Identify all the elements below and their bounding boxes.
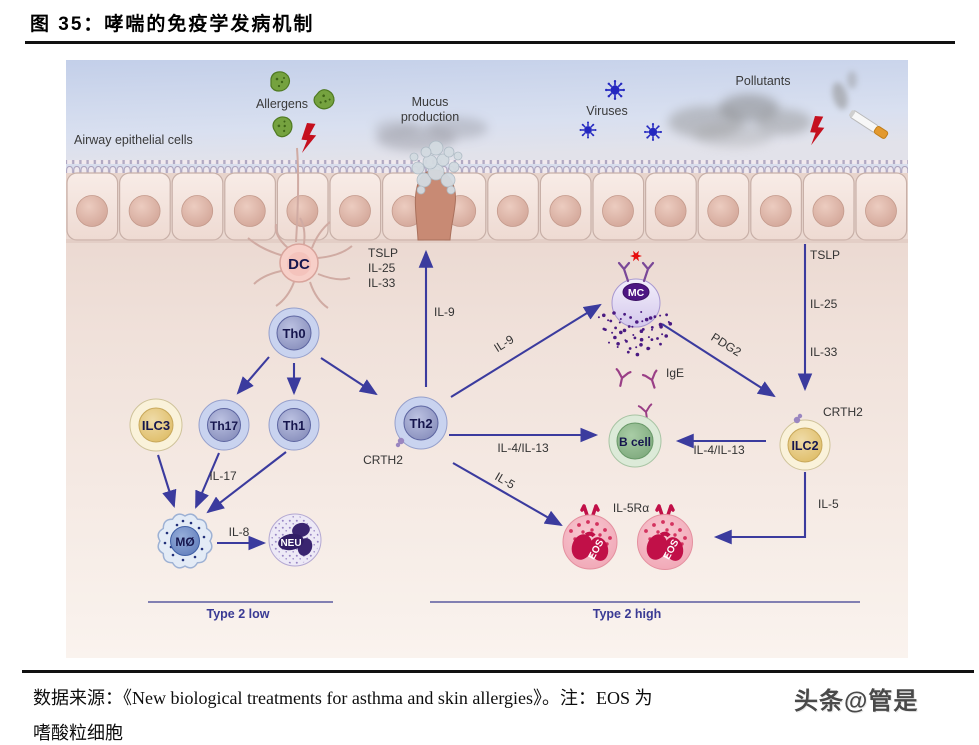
dc-label: DC [288, 256, 310, 273]
cigarette-icon [849, 110, 889, 139]
virus-icon [578, 120, 598, 140]
macrophage-cell: MØ [157, 513, 213, 569]
th1-label: Th1 [283, 419, 305, 433]
mucus-label-line1: Mucus [412, 95, 449, 109]
source-note-continuation: 嗜酸粒细胞 [33, 723, 123, 743]
crth2-receptor-icon [395, 437, 405, 448]
ilc3-to-mo-arrow [156, 454, 177, 509]
th1-cell: Th1 [268, 399, 320, 451]
allergens-label: Allergens [256, 97, 308, 111]
th2-il5-arrow [452, 462, 563, 527]
granule-dots-icon [569, 520, 612, 546]
il5ra-label: IL-5Rα [613, 501, 649, 515]
fc-receptor-icon [617, 261, 655, 283]
crth2-label-th2: CRTH2 [363, 453, 403, 467]
mast-cell: MC [597, 250, 673, 357]
th17-cell: Th17 [198, 399, 250, 451]
footer-divider [22, 670, 974, 673]
type2-low-label: Type 2 low [207, 607, 270, 621]
mo-label: MØ [175, 535, 194, 549]
b-cell: B cell [608, 403, 662, 468]
il8-label: IL-8 [229, 525, 250, 539]
eosinophil-cell: EOS [562, 504, 618, 570]
th2-cell: Th2 [394, 396, 448, 450]
pollutants-label: Pollutants [736, 74, 791, 88]
ilc2-label: ILC2 [791, 439, 818, 453]
ilc3-label: ILC3 [142, 418, 170, 433]
epithelium-row [66, 160, 908, 243]
th0-to-th2-arrow [320, 357, 378, 396]
pdg2-arrow [661, 323, 776, 398]
viruses-label: Viruses [586, 104, 627, 118]
allergen-icon [270, 71, 291, 92]
crth2-receptor-icon [793, 413, 803, 424]
mucus-bubbles-icon [409, 140, 463, 195]
th17-to-mo-arrow [195, 452, 220, 509]
pollutants-group [668, 71, 889, 147]
mc-label: MC [628, 287, 645, 299]
il25-label-left: IL-25 [368, 261, 396, 275]
ige-label: IgE [666, 366, 684, 380]
granules-icon [597, 311, 673, 357]
watermark: 头条@管是 [794, 688, 919, 715]
il5ra-receptor-icon [580, 504, 600, 517]
il33-label-right: IL-33 [810, 345, 838, 359]
il25-label-right: IL-25 [810, 297, 838, 311]
mucus-label-line2: production [401, 110, 459, 124]
il9-label-vertical: IL-9 [434, 305, 455, 319]
neu-label: NEU [280, 538, 301, 549]
tslp-label-left: TSLP [368, 246, 398, 260]
il9-to-mc-arrow [450, 303, 602, 398]
il33-label-left: IL-33 [368, 276, 396, 290]
ilc2-cell: ILC2 [779, 413, 831, 471]
il5-label-right: IL-5 [818, 497, 839, 511]
th0-to-th17-arrow [236, 356, 270, 395]
ilc2-il5-arrow [713, 472, 807, 545]
th17-label: Th17 [210, 419, 238, 433]
il4-il13-label-right: IL-4/IL-13 [693, 443, 745, 457]
goblet-cell-mucus [374, 117, 488, 241]
th2-label: Th2 [409, 416, 432, 431]
tslp-label-right: TSLP [810, 248, 840, 262]
virus-icon [643, 122, 663, 142]
cilia-icon [66, 160, 908, 173]
asthma-mechanism-diagram: Airway epithelial cells Mucus production… [66, 60, 908, 658]
th0-cell: Th0 [268, 307, 320, 359]
title-divider [25, 41, 955, 44]
source-note: 数据来源：《New biological treatments for asth… [33, 688, 653, 708]
eosinophil-cell: EOS [637, 504, 693, 570]
allergen-star-icon [630, 250, 642, 262]
figure-title: 图 35：哮喘的免疫学发病机制 [30, 14, 315, 35]
airway-epithelium-label: Airway epithelial cells [74, 133, 193, 147]
dc-cell: DC [247, 147, 353, 309]
signal-arrows [156, 244, 813, 551]
il4-il13-label-left: IL-4/IL-13 [497, 441, 549, 455]
il17-label: IL-17 [209, 469, 237, 483]
th0-label: Th0 [282, 326, 305, 341]
th1-to-mo-arrow [206, 451, 287, 514]
virus-icon [604, 79, 626, 101]
ilc3-cell: ILC3 [129, 398, 183, 452]
type2-high-label: Type 2 high [593, 607, 662, 621]
il5ra-receptor-icon [655, 504, 675, 517]
cigarette-smoke-icon [832, 82, 848, 110]
neutrophil-cell: NEU [268, 513, 322, 567]
bcell-label: B cell [619, 435, 651, 449]
crth2-label-ilc2: CRTH2 [823, 405, 863, 419]
